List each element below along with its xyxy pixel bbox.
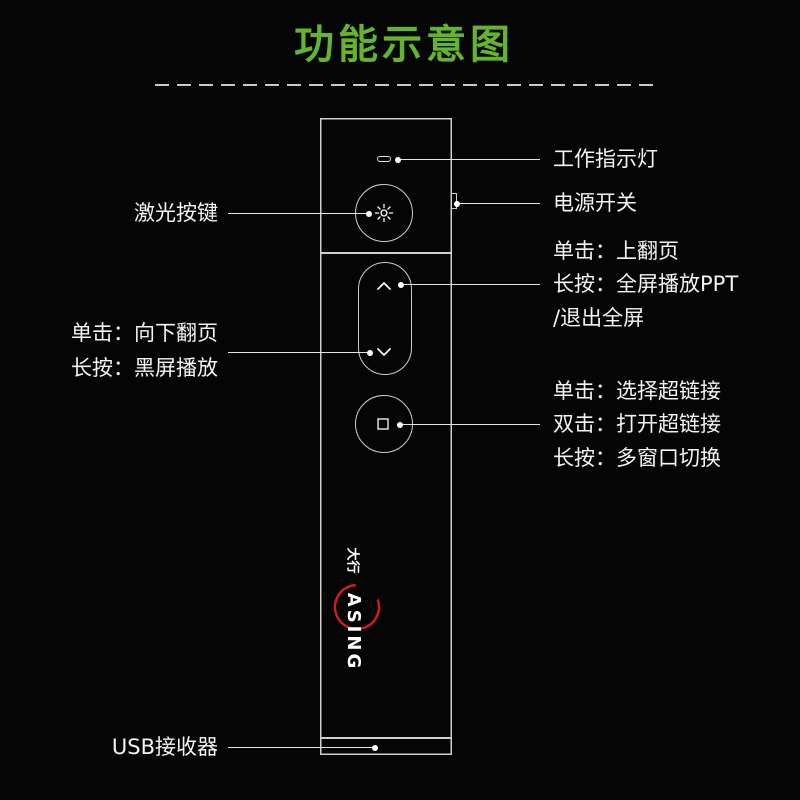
page-up-label-1: 单击：上翻页	[553, 239, 679, 263]
callout-dot	[397, 421, 403, 428]
brand-name-en: ASING	[343, 592, 364, 672]
hyperlink-label-1: 单击：选择超链接	[553, 379, 721, 403]
page-up-label-2: 长按：全屏播放PPT	[553, 272, 739, 296]
page-title: 功能示意图	[294, 22, 514, 68]
page-down-label-1: 单击：向下翻页	[71, 321, 218, 345]
callout-line	[401, 284, 540, 285]
brand-name-cn: 大行	[344, 547, 360, 574]
callout-line	[228, 747, 375, 748]
callout-dot	[372, 744, 378, 751]
laser-icon	[374, 203, 394, 223]
page-down-label-2: 长按：黑屏播放	[71, 356, 218, 380]
hyperlink-label-3: 长按：多窗口切换	[553, 446, 721, 470]
callout-dot	[395, 156, 401, 163]
laser-label: 激光按键	[134, 201, 218, 225]
callout-line	[228, 352, 370, 353]
callout-line	[398, 159, 540, 160]
page-up-label-3: /退出全屏	[553, 306, 645, 330]
indicator-light	[377, 156, 391, 162]
callout-dot	[367, 349, 373, 356]
hyperlink-label-2: 双击：打开超链接	[553, 412, 721, 436]
usb-receiver-divider	[320, 737, 452, 739]
power-label: 电源开关	[553, 191, 637, 215]
square-icon	[377, 418, 389, 430]
chevron-down-icon	[377, 348, 391, 356]
logo-ring	[333, 583, 381, 631]
callout-dot	[366, 210, 372, 217]
chevron-up-icon	[377, 282, 391, 290]
callout-line	[457, 203, 540, 204]
indicator-label: 工作指示灯	[553, 147, 658, 171]
presenter-body: 大行 ASING	[320, 118, 457, 755]
callout-dot	[398, 281, 404, 288]
device-top-divider	[320, 252, 452, 254]
brand-logo: 大行 ASING	[333, 547, 381, 678]
callout-line	[400, 424, 540, 425]
callout-line	[228, 213, 369, 214]
usb-label: USB接收器	[111, 735, 218, 759]
page-rocker-button	[358, 262, 412, 375]
dashed-divider	[155, 84, 657, 86]
callout-dot	[454, 200, 460, 207]
